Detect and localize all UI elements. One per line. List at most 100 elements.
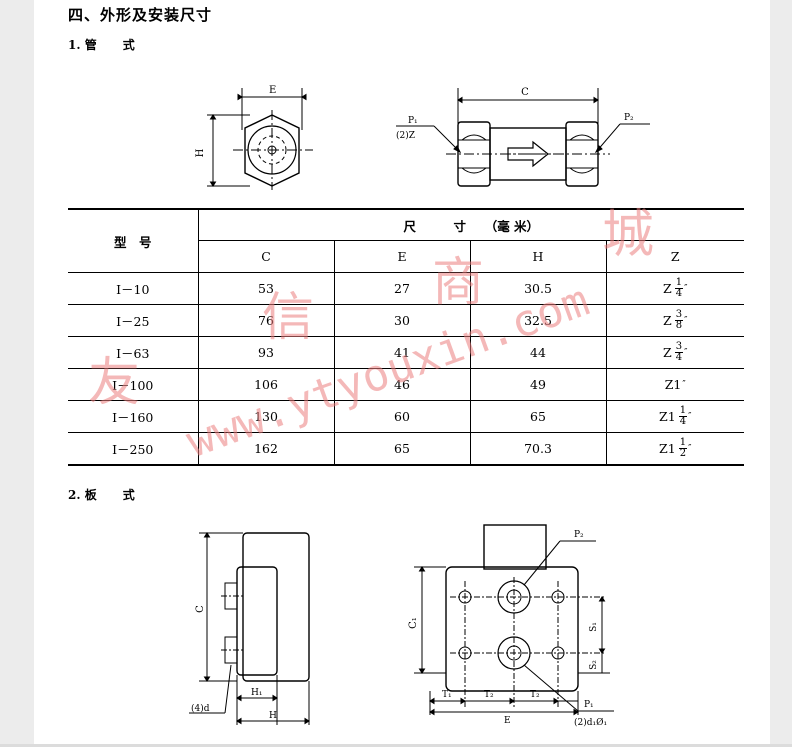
thread-prefix: Z [663, 281, 672, 296]
cell-model: I－250 [68, 432, 198, 466]
cell-model: I－10 [68, 272, 198, 305]
cell-e: 65 [333, 432, 470, 466]
cell-h: 49 [469, 368, 606, 401]
plate-side-view-drawing: C H₁ H (4)d [189, 532, 310, 725]
dim-label-c: C [521, 87, 529, 98]
fraction-numerator: 3 [674, 309, 684, 321]
section-title: 四、外形及安装尺寸 [68, 6, 213, 24]
dim-label-e: E [269, 85, 276, 96]
dim-label-c1: C₁ [408, 617, 419, 629]
subsection-word-2: 式 [122, 488, 135, 502]
subsection-word-2: 式 [122, 38, 135, 52]
thread-label-2z: (2)Z [396, 130, 415, 141]
fraction-numerator: 1 [674, 277, 684, 289]
dim-label-s1: S₁ [589, 622, 599, 632]
cell-h: 65 [469, 400, 606, 433]
thread-size: Z1″ [665, 377, 686, 392]
cell-model: I－160 [68, 400, 198, 433]
cell-c: 130 [197, 400, 334, 433]
bottom-frame [0, 744, 792, 747]
subsection-word-1: 板 [84, 488, 97, 502]
dimension-header: 尺 寸 （毫 米） [197, 208, 744, 241]
dim-label-t1: T₁ [442, 690, 452, 700]
col-header-c: C [197, 240, 334, 273]
fraction-numerator: 3 [674, 341, 684, 353]
cell-h: 30.5 [469, 272, 606, 305]
fraction-numerator: 1 [678, 405, 688, 417]
cell-model: I－63 [68, 336, 198, 369]
cell-h: 44 [469, 336, 606, 369]
cell-c: 76 [197, 304, 334, 337]
dim-label-t2: T₂ [484, 690, 494, 700]
port-label-p1: P₁ [408, 116, 418, 126]
subsection-number: 1. [68, 38, 81, 52]
port-label-p1: P₁ [584, 700, 594, 710]
subsection-plate-type: 2. 板 式 [68, 486, 135, 503]
port-label-p2: P₂ [574, 530, 584, 540]
dim-label-t3: T₂ [530, 690, 540, 700]
thread-prefix: Z [663, 345, 672, 360]
col-header-h: H [469, 240, 606, 273]
left-frame [0, 0, 34, 747]
cell-e: 60 [333, 400, 470, 433]
cell-c: 162 [197, 432, 334, 466]
dim-label-c: C [195, 605, 206, 613]
fraction-denominator: 8 [675, 320, 683, 331]
hole-label-4d: (4)d [191, 703, 210, 714]
col-header-z: Z [605, 240, 744, 273]
dim-label-h: H [269, 711, 277, 721]
col-header-e: E [333, 240, 470, 273]
inch-mark: ″ [688, 443, 692, 454]
inch-mark: ″ [682, 379, 686, 390]
plate-face-view-drawing: C₁ S₁ S₂ T₁ T₂ T₂ E P₂ P₁ (2)d₁Ø₁ [408, 524, 614, 728]
thread-prefix: Z1 [659, 409, 676, 424]
dim-label-e: E [504, 716, 511, 726]
inch-mark: ″ [688, 411, 692, 422]
dim-label-h: H [195, 148, 206, 157]
subsection-word-1: 管 [84, 38, 97, 52]
hex-end-view-drawing: E H [195, 85, 313, 190]
pipe-side-view-drawing: C P₁ (2)Z P₂ [396, 87, 650, 187]
cell-h: 32.5 [469, 304, 606, 337]
cell-model: I－100 [68, 368, 198, 401]
subsection-pipe-type: 1. 管 式 [68, 36, 135, 53]
right-frame [770, 0, 792, 747]
fraction-numerator: 1 [678, 437, 688, 449]
port-label-p2: P₂ [624, 113, 634, 123]
cell-h: 70.3 [469, 432, 606, 466]
dim-label-s2: S₂ [589, 660, 599, 670]
fraction-denominator: 4 [675, 352, 683, 363]
cell-c: 93 [197, 336, 334, 369]
cell-e: 27 [333, 272, 470, 305]
fraction-denominator: 4 [679, 416, 687, 427]
cell-c: 106 [197, 368, 334, 401]
model-header: 型 号 [68, 208, 198, 273]
dim-label-h1: H₁ [251, 688, 262, 698]
fraction-denominator: 4 [675, 288, 683, 299]
cell-e: 46 [333, 368, 470, 401]
thread-prefix: Z [663, 313, 672, 328]
subsection-number: 2. [68, 488, 81, 502]
thread-prefix: Z1 [664, 377, 682, 392]
cell-c: 53 [197, 272, 334, 305]
